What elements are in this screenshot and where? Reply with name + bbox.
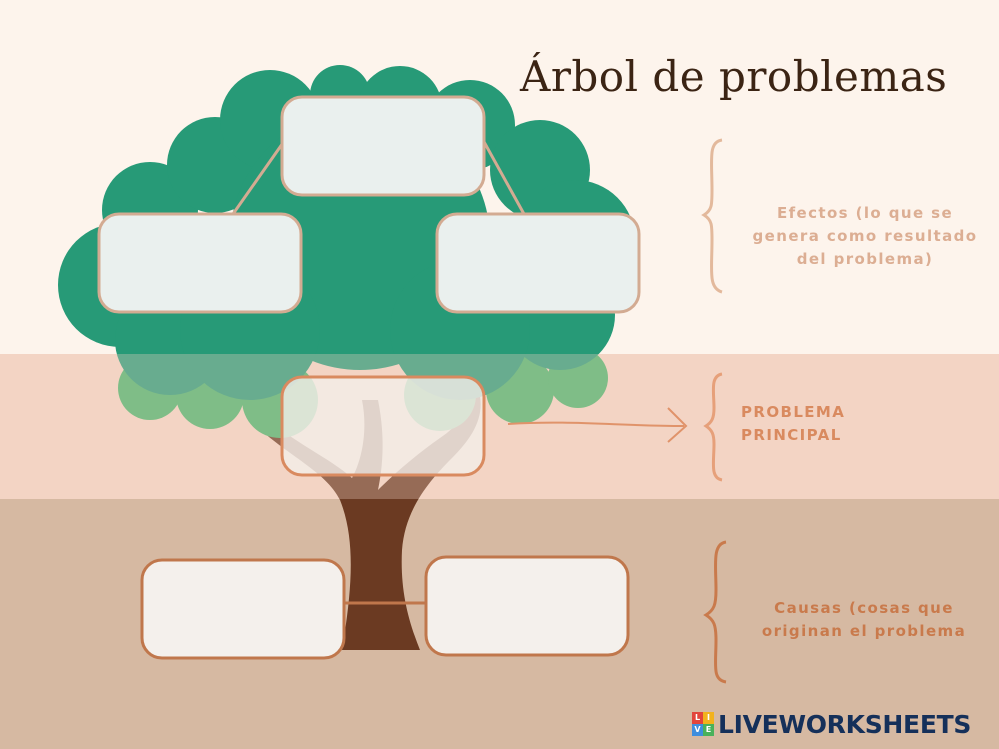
page-title: Árbol de problemas	[520, 52, 940, 101]
causes-label: Causas (cosas que originan el problema	[748, 597, 980, 643]
effects-brace-icon	[704, 140, 722, 292]
effect-box-right[interactable]	[437, 214, 639, 312]
brand-name: LIVEWORKSHEETS	[718, 710, 971, 739]
liveworksheets-brand[interactable]: L I V E LIVEWORKSHEETS	[692, 709, 971, 739]
effects-label: Efectos (lo que se genera como resultado…	[742, 202, 988, 271]
liveworksheets-logo-icon: L I V E	[692, 712, 714, 736]
effect-box-left[interactable]	[99, 214, 301, 312]
cause-box-left[interactable]	[142, 560, 344, 658]
logo-letter-v: V	[692, 724, 703, 736]
effect-box-top[interactable]	[282, 97, 484, 195]
causes-brace-icon	[706, 542, 726, 682]
logo-letter-l: L	[692, 712, 703, 724]
cause-box-right[interactable]	[426, 557, 628, 655]
logo-letter-i: I	[703, 712, 714, 724]
main-problem-label: PROBLEMA PRINCIPAL	[741, 401, 901, 447]
logo-letter-e: E	[703, 724, 714, 736]
main-problem-box[interactable]	[282, 377, 484, 475]
